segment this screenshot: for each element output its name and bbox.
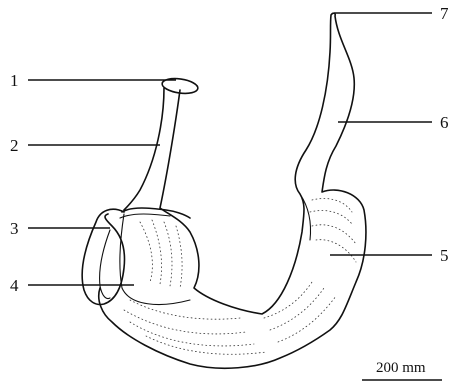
label-3: 3 xyxy=(10,219,19,238)
part-labels: 1 2 3 4 5 6 7 xyxy=(10,4,449,295)
stipple-shading xyxy=(124,199,356,355)
neck-left-edge xyxy=(124,88,164,210)
label-1: 1 xyxy=(10,71,19,90)
left-fold-inner xyxy=(100,230,110,299)
scale-bar: 200 mm xyxy=(362,360,442,380)
collar-ridge xyxy=(120,214,170,218)
collar xyxy=(122,208,190,218)
label-2: 2 xyxy=(10,136,19,155)
left-fold xyxy=(82,209,124,304)
leader-lines xyxy=(28,13,432,285)
label-7: 7 xyxy=(440,4,449,23)
label-6: 6 xyxy=(440,113,449,132)
label-4: 4 xyxy=(10,276,19,295)
specimen-drawing xyxy=(82,13,366,368)
label-5: 5 xyxy=(440,246,449,265)
scale-bar-label: 200 mm xyxy=(376,360,426,376)
